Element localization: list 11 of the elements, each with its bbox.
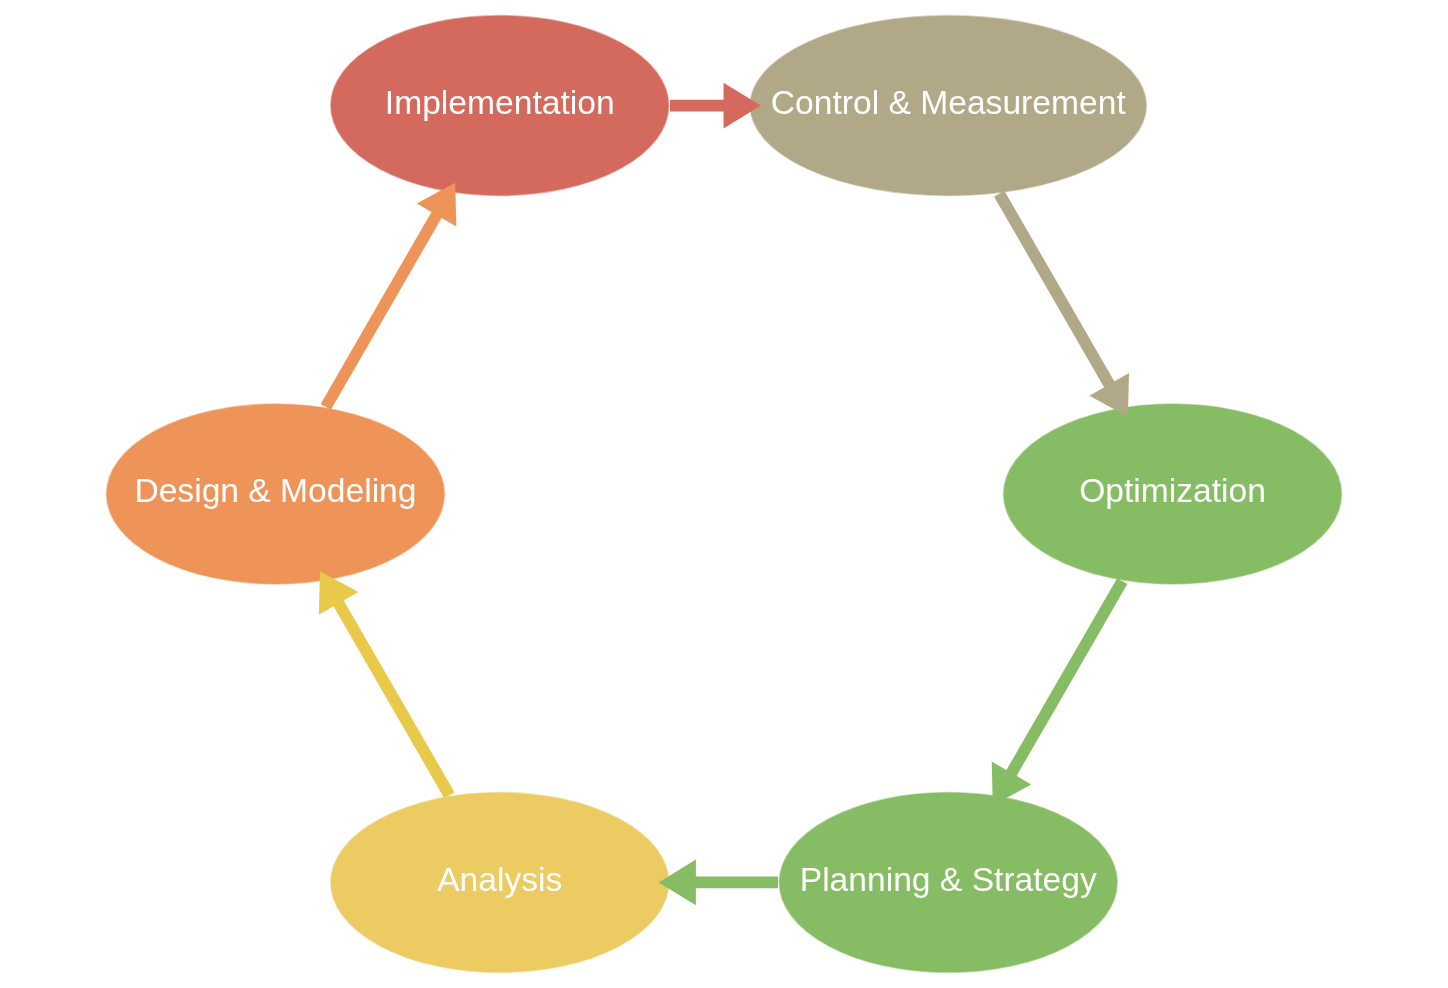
node-ellipse: Planning & Strategy [777, 790, 1119, 975]
node-ellipse: Analysis [329, 790, 671, 975]
node-ellipse: Design & Modeling [104, 402, 447, 586]
node-ellipse: Implementation [329, 13, 671, 198]
arrow [318, 571, 455, 799]
node-ellipse: Optimization [1001, 402, 1344, 586]
arrow [320, 182, 457, 410]
arrow [994, 190, 1129, 417]
arrow [658, 859, 779, 906]
node-ellipse: Control & Measurement [748, 13, 1148, 198]
arrow [669, 82, 761, 129]
